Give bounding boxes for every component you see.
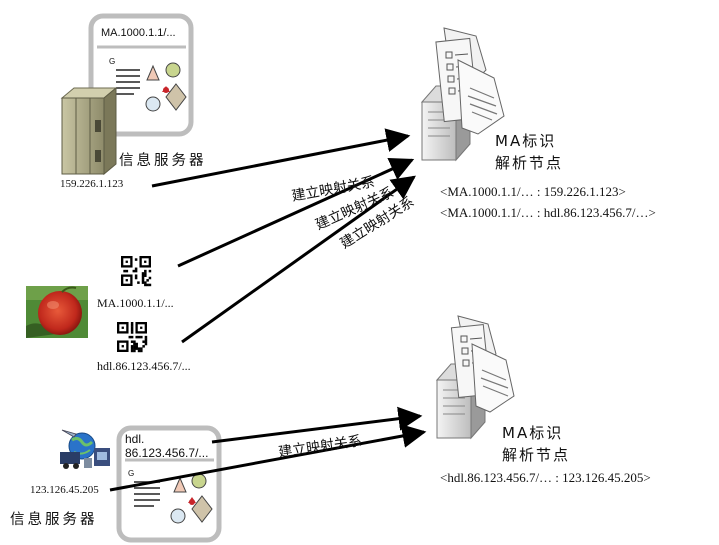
- arrow-server-to-node: [151, 128, 411, 188]
- arrow-qr2-to-node: [181, 175, 416, 344]
- doc-shapes-icon: [170, 473, 213, 524]
- top-info-server-label: 信息服务器: [119, 153, 207, 169]
- arrow-qr1-to-node: [177, 157, 415, 268]
- bottom-node-title-line2: 解析节点: [502, 446, 571, 464]
- top-node-title-line2: 解析节点: [495, 154, 564, 172]
- arrow-card-to-node-1: [211, 406, 423, 444]
- top-info-server-ip: 159.226.1.123: [60, 178, 124, 190]
- mapping-arrows: [109, 128, 427, 492]
- bottom-info-server-icon: [60, 429, 110, 469]
- apple-product-photo: [26, 286, 88, 338]
- bottom-node-mapping-1: <hdl.86.123.456.7/… : 123.126.45.205>: [440, 470, 651, 485]
- top-node-title: MA标识 解析节点: [495, 130, 563, 174]
- qr-code-1-icon: [121, 256, 152, 287]
- bottom-info-server-ip: 123.126.45.205: [30, 484, 99, 496]
- bottom-card-id-line1: hdl.: [125, 432, 145, 446]
- top-ma-node-server-icon: [420, 27, 505, 162]
- doc-text-lines-icon: [116, 69, 140, 95]
- doc-shapes-icon: [145, 62, 187, 112]
- bottom-card-id: hdl. 86.123.456.7/...: [125, 432, 208, 460]
- arrow-server-to-node-2: [109, 424, 427, 492]
- qr-code-2-icon: [117, 322, 148, 353]
- bottom-info-card: [116, 425, 222, 543]
- top-card-id: MA.1000.1.1/...: [101, 27, 176, 39]
- top-node-mapping-1: <MA.1000.1.1/… : 159.226.1.123>: [440, 184, 626, 199]
- bottom-card-doc-letter: G: [128, 469, 135, 478]
- qr1-id: MA.1000.1.1/...: [97, 296, 174, 310]
- bottom-info-server-label: 信息服务器: [10, 512, 98, 528]
- bottom-node-title: MA标识 解析节点: [502, 422, 570, 466]
- qr2-id: hdl.86.123.456.7/...: [97, 359, 191, 373]
- top-card-doc-letter: G: [109, 57, 116, 66]
- bottom-card-id-line2: 86.123.456.7/...: [125, 446, 209, 460]
- top-info-server-icon: [60, 86, 118, 176]
- bottom-node-title-line1: MA标识: [502, 424, 564, 442]
- top-node-mapping-2: <MA.1000.1.1/… : hdl.86.123.456.7/…>: [440, 205, 656, 220]
- bottom-ma-node-server-icon: [435, 315, 515, 440]
- top-node-title-line1: MA标识: [495, 132, 557, 150]
